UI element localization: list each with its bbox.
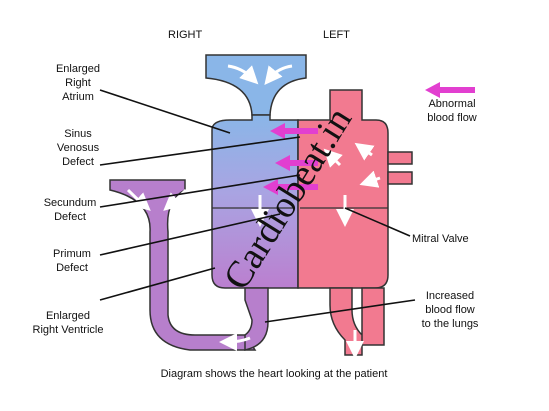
leader-lines	[99, 89, 416, 323]
label-enlarged-right-ventricle: Enlarged Right Ventricle	[33, 310, 104, 336]
svg-text:Enlarged: Enlarged	[46, 310, 90, 322]
label-enlarged-right-atrium: Enlarged Right Atrium	[56, 63, 100, 103]
svg-text:Right: Right	[65, 77, 91, 89]
svg-text:Enlarged: Enlarged	[56, 63, 100, 75]
label-sinus-venosus-defect: Sinus Venosus Defect	[57, 128, 100, 168]
pulmonary-veins	[387, 151, 413, 185]
label-abnormal-blood-flow: Abnormal blood flow	[427, 98, 477, 124]
pulmonary-artery-left	[109, 179, 257, 351]
svg-text:Primum: Primum	[53, 248, 91, 260]
svg-text:Atrium: Atrium	[62, 91, 94, 103]
svg-text:Sinus: Sinus	[64, 128, 92, 140]
label-primum-defect: Primum Defect	[53, 248, 91, 274]
svg-text:blood flow: blood flow	[427, 112, 477, 124]
right-ventricle-outflow	[244, 287, 269, 351]
svg-text:Secundum: Secundum	[44, 197, 97, 209]
svg-text:Defect: Defect	[54, 211, 86, 223]
svg-text:Right Ventricle: Right Ventricle	[33, 324, 104, 336]
blood-flow-arrows	[126, 64, 381, 359]
label-mitral-valve: Mitral Valve	[412, 233, 469, 245]
superior-vena-cava	[205, 54, 307, 116]
svg-text:blood flow: blood flow	[425, 304, 475, 316]
diagram-caption: Diagram shows the heart looking at the p…	[161, 368, 388, 380]
svg-text:Abnormal: Abnormal	[428, 98, 475, 110]
label-secundum-defect: Secundum Defect	[44, 197, 97, 223]
svg-text:Venosus: Venosus	[57, 142, 100, 154]
label-right: RIGHT	[168, 29, 203, 41]
label-increased-blood-flow: Increased blood flow to the lungs	[422, 290, 479, 330]
svg-text:Increased: Increased	[426, 290, 474, 302]
svg-text:Defect: Defect	[56, 262, 88, 274]
abnormal-flow-arrows	[263, 82, 475, 195]
label-left: LEFT	[323, 29, 350, 41]
svg-text:to the lungs: to the lungs	[422, 318, 479, 330]
svg-text:Defect: Defect	[62, 156, 94, 168]
aorta-outflow	[329, 287, 385, 356]
